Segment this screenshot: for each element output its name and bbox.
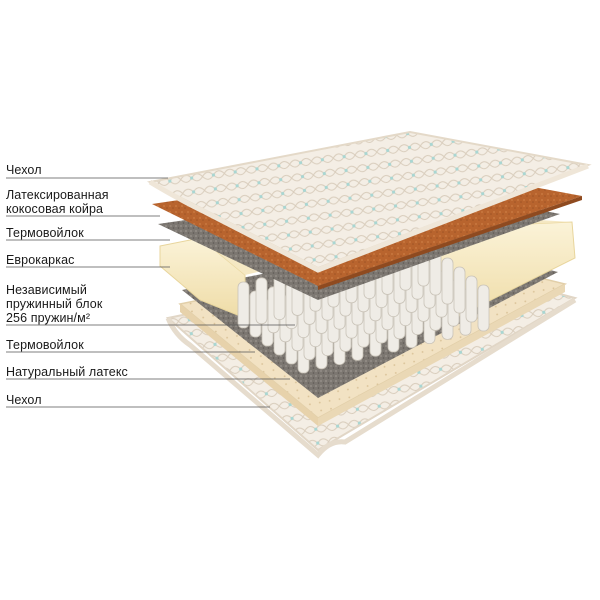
spring-pocket: [441, 257, 454, 305]
label-felt-top-line-1: Термовойлок: [6, 226, 84, 240]
label-springs-line-1: Независимый: [6, 283, 87, 297]
spring-pocket: [453, 266, 466, 314]
label-springs-line-2: пружинный блок: [6, 297, 103, 311]
label-cover-top: Чехол: [6, 163, 42, 177]
spring-pocket: [237, 281, 250, 329]
label-latex-line-1: Натуральный латекс: [6, 365, 128, 379]
label-cover-bottom: Чехол: [6, 393, 42, 407]
label-spring-block: Независимый пружинный блок 256 пружин/м²: [6, 283, 102, 325]
label-eurocarcass-line-1: Еврокаркас: [6, 253, 75, 267]
leader-lines: [6, 177, 295, 408]
label-coconut-line-1: Латексированная: [6, 188, 109, 202]
label-coconut-coir: Латексированная кокосовая койра: [6, 188, 109, 216]
label-cover-bottom-line-1: Чехол: [6, 393, 42, 407]
spring-pocket: [477, 284, 490, 332]
label-felt-bottom-line-1: Термовойлок: [6, 338, 84, 352]
label-felt-top: Термовойлок: [6, 226, 84, 240]
spring-pocket: [465, 275, 478, 323]
label-eurocarcass: Еврокаркас: [6, 253, 74, 267]
label-felt-bottom: Термовойлок: [6, 338, 84, 352]
label-latex: Натуральный латекс: [6, 365, 128, 379]
label-cover-top-line-1: Чехол: [6, 163, 42, 177]
top-cover-layer: [146, 130, 592, 273]
spring-pocket: [255, 277, 268, 325]
label-springs-line-3: 256 пружин/м²: [6, 311, 91, 325]
label-coconut-line-2: кокосовая койра: [6, 202, 104, 216]
